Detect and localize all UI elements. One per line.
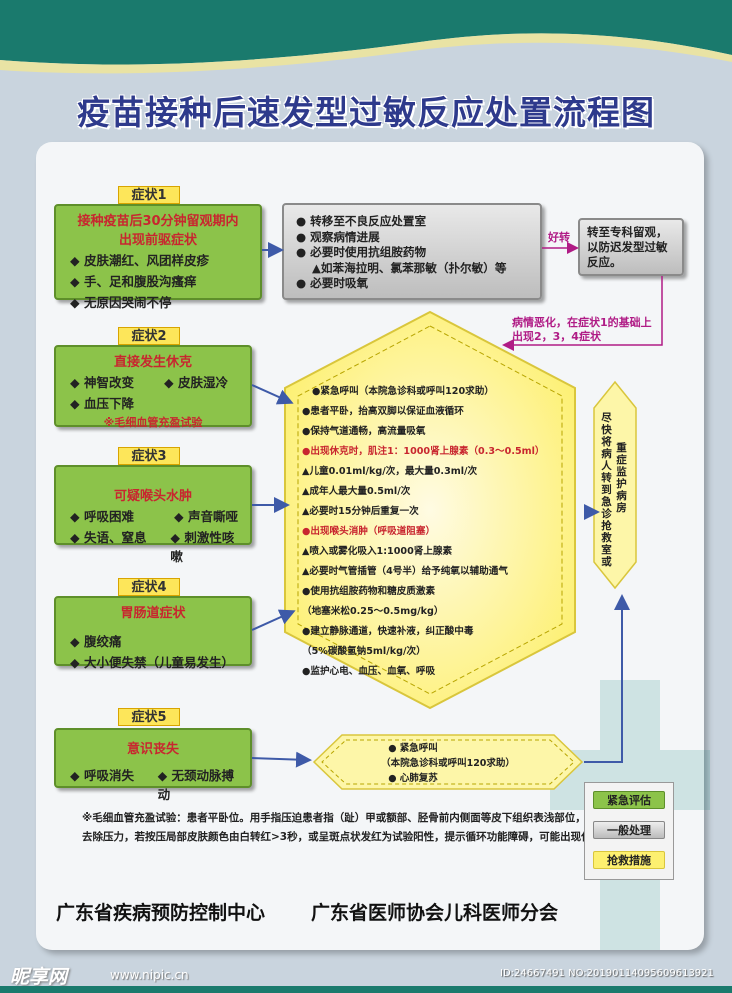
transfer-box — [593, 380, 637, 590]
rescue-line: ▲必要时15分钟后重复一次 — [302, 506, 419, 517]
rescue-line: ●紧急呼叫（本院急诊科或呼叫120求助） — [312, 386, 494, 397]
capillary-test-footnote: ※毛细血管充盈试验：患者平卧位。用手指压迫患者指（趾）甲或额部、胫骨前内侧面等皮… — [82, 812, 618, 843]
handling-line: ▲如苯海拉明、氯苯那敏（扑尔敏）等 — [312, 260, 507, 275]
rescue-line: ▲必要时气管插管（4号半）给予纯氧以辅助通气 — [302, 566, 508, 577]
general-handling-box: ● 转移至不良反应处置室 ● 观察病情进展 ● 必要时使用抗组胺药物 ▲如苯海拉… — [282, 203, 542, 300]
org-cdc: 广东省疾病预防控制中心 — [56, 902, 266, 924]
cpr-line: （本院急诊科或呼叫120求助） — [381, 758, 515, 769]
symptom2-item: ◆ 皮肤湿冷 — [164, 375, 228, 390]
watermark-id: ID:24667491 NO:20190114095609613921 — [500, 968, 714, 979]
rescue-line: ●监护心电、血压、血氧、呼吸 — [302, 666, 436, 677]
page-title: 疫苗接种后速发型过敏反应处置流程图 — [77, 93, 655, 132]
symptom2-box: 直接发生休克 ◆ 神智改变 ◆ 皮肤湿冷 ◆ 血压下降 ※毛细血管充盈试验 — [54, 345, 252, 429]
handling-line: ● 观察病情进展 — [296, 229, 380, 244]
bottom-bar — [0, 986, 732, 993]
rescue-line: （5%碳酸氢钠5ml/kg/次） — [302, 646, 426, 657]
symptom5-item: ◆ 无颈动脉搏动 — [157, 768, 235, 802]
rescue-line: ●保持气道通畅，高流量吸氧 — [302, 426, 426, 437]
symptom3-heading: 可疑喉头水肿 — [113, 489, 192, 504]
observation-line: 以防迟发型过敏 — [587, 240, 668, 254]
symptom1-line: ◆ 无原因哭闹不停 — [70, 295, 172, 310]
symptom3-box: 可疑喉头水肿 ◆ 呼吸困难 ◆ 声音嘶哑 ◆ 失语、窒息 ◆ 刺激性咳嗽 — [54, 465, 252, 564]
rescue-line: ▲儿童0.01ml/kg/次，最大量0.3ml/次 — [302, 466, 478, 477]
rescue-line: ●出现喉头消肿（呼吸道阻塞） — [302, 526, 436, 537]
transfer-text-col1: 尽快将病人转到急诊抢救室或 — [601, 412, 612, 568]
rescue-line: ●建立静脉通道，快速补液，纠正酸中毒 — [302, 626, 474, 637]
symptom3-item: ◆ 失语、窒息 — [70, 530, 147, 545]
symptom5-box: 意识丧失 ◆ 呼吸消失 ◆ 无颈动脉搏动 — [54, 728, 252, 802]
cpr-line: ● 心肺复苏 — [388, 773, 438, 784]
cpr-hexagon — [312, 734, 584, 790]
specialist-observation-box: 转至专科留观， 以防迟发型过敏 反应。 — [578, 218, 684, 276]
rescue-line: ●出现休克时，肌注1：1000肾上腺素（0.3～0.5ml） — [302, 446, 545, 457]
symptom1-line: ◆ 皮肤潮红、风团样皮疹 — [70, 253, 209, 268]
symptom2-tag: 症状2 — [118, 327, 180, 345]
observation-line: 转至专科留观， — [587, 225, 668, 239]
transfer-text-col2: 重症监护病房 — [616, 442, 627, 514]
symptom1-line: ◆ 手、足和腹股沟瘙痒 — [70, 274, 197, 289]
legend-emergency-assessment: 紧急评估 — [593, 791, 665, 809]
symptom1-box: 接种疫苗后30分钟留观期内 出现前驱症状 ◆ 皮肤潮红、风团样皮疹 ◆ 手、足和… — [54, 204, 262, 310]
organizations: 广东省疾病预防控制中心 广东省医师协会儿科医师分会 — [56, 898, 696, 925]
symptom2-note: ※毛细血管充盈试验 — [103, 416, 203, 429]
symptom3-item: ◆ 呼吸困难 — [70, 509, 134, 524]
symptom2-item: ◆ 神智改变 — [70, 375, 134, 390]
symptom1-heading1: 接种疫苗后30分钟留观期内 — [77, 214, 239, 229]
legend: 紧急评估 一般处理 抢救措施 — [584, 782, 674, 880]
handling-line: ● 必要时使用抗组胺药物 — [296, 245, 427, 259]
top-wave-banner — [0, 0, 732, 74]
handling-line: ● 必要时吸氧 — [296, 276, 369, 290]
symptom5-tag: 症状5 — [118, 708, 180, 726]
symptom4-line: ◆ 大小便失禁（儿童易发生） — [70, 655, 234, 670]
symptom2-item: ◆ 血压下降 — [70, 396, 134, 411]
rescue-line: ▲成年人最大量0.5ml/次 — [302, 486, 411, 497]
handling-line: ● 转移至不良反应处置室 — [296, 214, 427, 228]
cpr-text: ● 紧急呼叫 （本院急诊科或呼叫120求助） ● 心肺复苏 — [330, 741, 566, 786]
symptom4-tag: 症状4 — [118, 578, 180, 596]
legend-rescue-measures: 抢救措施 — [593, 851, 665, 869]
rescue-measures-text: ●紧急呼叫（本院急诊科或呼叫120求助） ●患者平卧，抬高双脚以保证血液循环 ●… — [302, 382, 572, 682]
symptom1-tag: 症状1 — [118, 186, 180, 204]
symptom5-item: ◆ 呼吸消失 — [70, 768, 134, 783]
watermark-url: www.nipic.cn — [110, 968, 189, 982]
rescue-line: ●患者平卧，抬高双脚以保证血液循环 — [302, 406, 464, 417]
transfer-text: 尽快将病人转到急诊抢救室或 重症监护病房 — [600, 412, 630, 568]
rescue-line: （地塞米松0.25～0.5mg/kg） — [302, 606, 444, 617]
org-pediatric: 广东省医师协会儿科医师分会 — [311, 902, 559, 924]
symptom5-heading: 意识丧失 — [126, 742, 179, 757]
rescue-line: ●使用抗组胺药物和糖皮质激素 — [302, 586, 436, 597]
watermark-logo: 昵享网 — [10, 966, 68, 988]
symptom3-tag: 症状3 — [118, 447, 180, 465]
symptom2-heading: 直接发生休克 — [113, 355, 192, 370]
legend-general-handling: 一般处理 — [593, 821, 665, 839]
symptom1-heading2: 出现前驱症状 — [118, 233, 197, 248]
observation-line: 反应。 — [587, 255, 622, 269]
better-label: 好转 — [548, 231, 570, 244]
symptom3-item: ◆ 声音嘶哑 — [174, 509, 238, 524]
symptom4-line: ◆ 腹绞痛 — [70, 634, 122, 649]
symptom3-item: ◆ 刺激性咳嗽 — [170, 530, 235, 564]
cpr-line: ● 紧急呼叫 — [388, 743, 438, 754]
rescue-line: ▲喷入或雾化吸入1:1000肾上腺素 — [302, 546, 453, 557]
symptom4-box: 胃肠道症状 ◆ 腹绞痛 ◆ 大小便失禁（儿童易发生） — [54, 596, 252, 670]
symptom4-heading: 胃肠道症状 — [120, 606, 186, 621]
